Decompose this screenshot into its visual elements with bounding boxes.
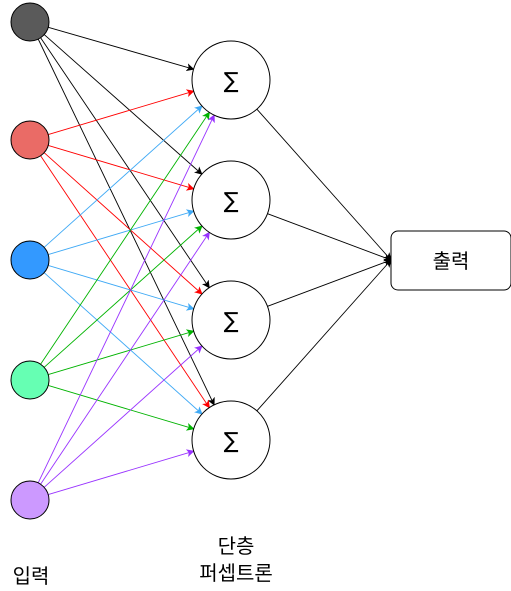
edge-input1-to-sum2 xyxy=(43,34,203,175)
sum-node-2: ∑ xyxy=(191,160,271,240)
output-edges xyxy=(256,108,392,412)
edge-input4-to-sum2 xyxy=(43,225,203,368)
edge-input5-to-sum1 xyxy=(37,114,215,484)
layer-caption-line1: 단층 xyxy=(218,534,255,558)
input-node-4 xyxy=(10,360,50,400)
edge-input4-to-sum4 xyxy=(48,385,195,431)
output-box: 출력 xyxy=(390,230,511,291)
edge-input2-to-sum4 xyxy=(40,155,210,409)
edge-input4-to-sum1 xyxy=(40,111,210,365)
edge-sum3-to-output xyxy=(267,258,392,307)
edge-input2-to-sum3 xyxy=(43,152,203,295)
sum-node-1: ∑ xyxy=(191,40,271,120)
input-node-2 xyxy=(10,120,50,160)
output-label: 출력 xyxy=(433,249,470,273)
input-caption: 입력 xyxy=(13,564,50,588)
hidden-nodes: ∑ ∑ ∑ ∑ xyxy=(191,40,271,480)
edge-input3-to-sum4 xyxy=(43,272,203,415)
edge-input2-to-sum2 xyxy=(48,145,195,191)
edge-sum2-to-output xyxy=(267,213,392,262)
input-node-1 xyxy=(10,2,50,42)
edge-input3-to-sum2 xyxy=(48,209,195,255)
edge-input5-to-sum3 xyxy=(43,345,203,488)
input-node-3 xyxy=(10,240,50,280)
edge-sum4-to-output xyxy=(256,259,392,412)
sum-node-3: ∑ xyxy=(191,280,271,360)
sum-symbol: ∑ xyxy=(224,69,239,94)
edge-input5-to-sum4 xyxy=(48,449,195,495)
input-nodes xyxy=(10,2,50,520)
edge-input2-to-sum1 xyxy=(48,89,195,135)
edge-input1-to-sum4 xyxy=(37,38,215,406)
sum-symbol: ∑ xyxy=(224,309,239,334)
edge-input4-to-sum3 xyxy=(48,329,195,375)
layer-caption-line2: 퍼셉트론 xyxy=(199,561,273,585)
edge-input5-to-sum2 xyxy=(40,231,210,485)
edge-input1-to-sum1 xyxy=(48,26,195,72)
edge-input1-to-sum3 xyxy=(40,37,210,289)
input-node-5 xyxy=(10,480,50,520)
sum-node-4: ∑ xyxy=(191,400,271,480)
sum-symbol: ∑ xyxy=(224,189,239,214)
edge-input3-to-sum3 xyxy=(48,265,195,311)
edge-sum1-to-output xyxy=(256,108,392,261)
sum-symbol: ∑ xyxy=(224,429,239,454)
input-edges xyxy=(37,26,215,495)
edge-input3-to-sum1 xyxy=(43,105,203,248)
